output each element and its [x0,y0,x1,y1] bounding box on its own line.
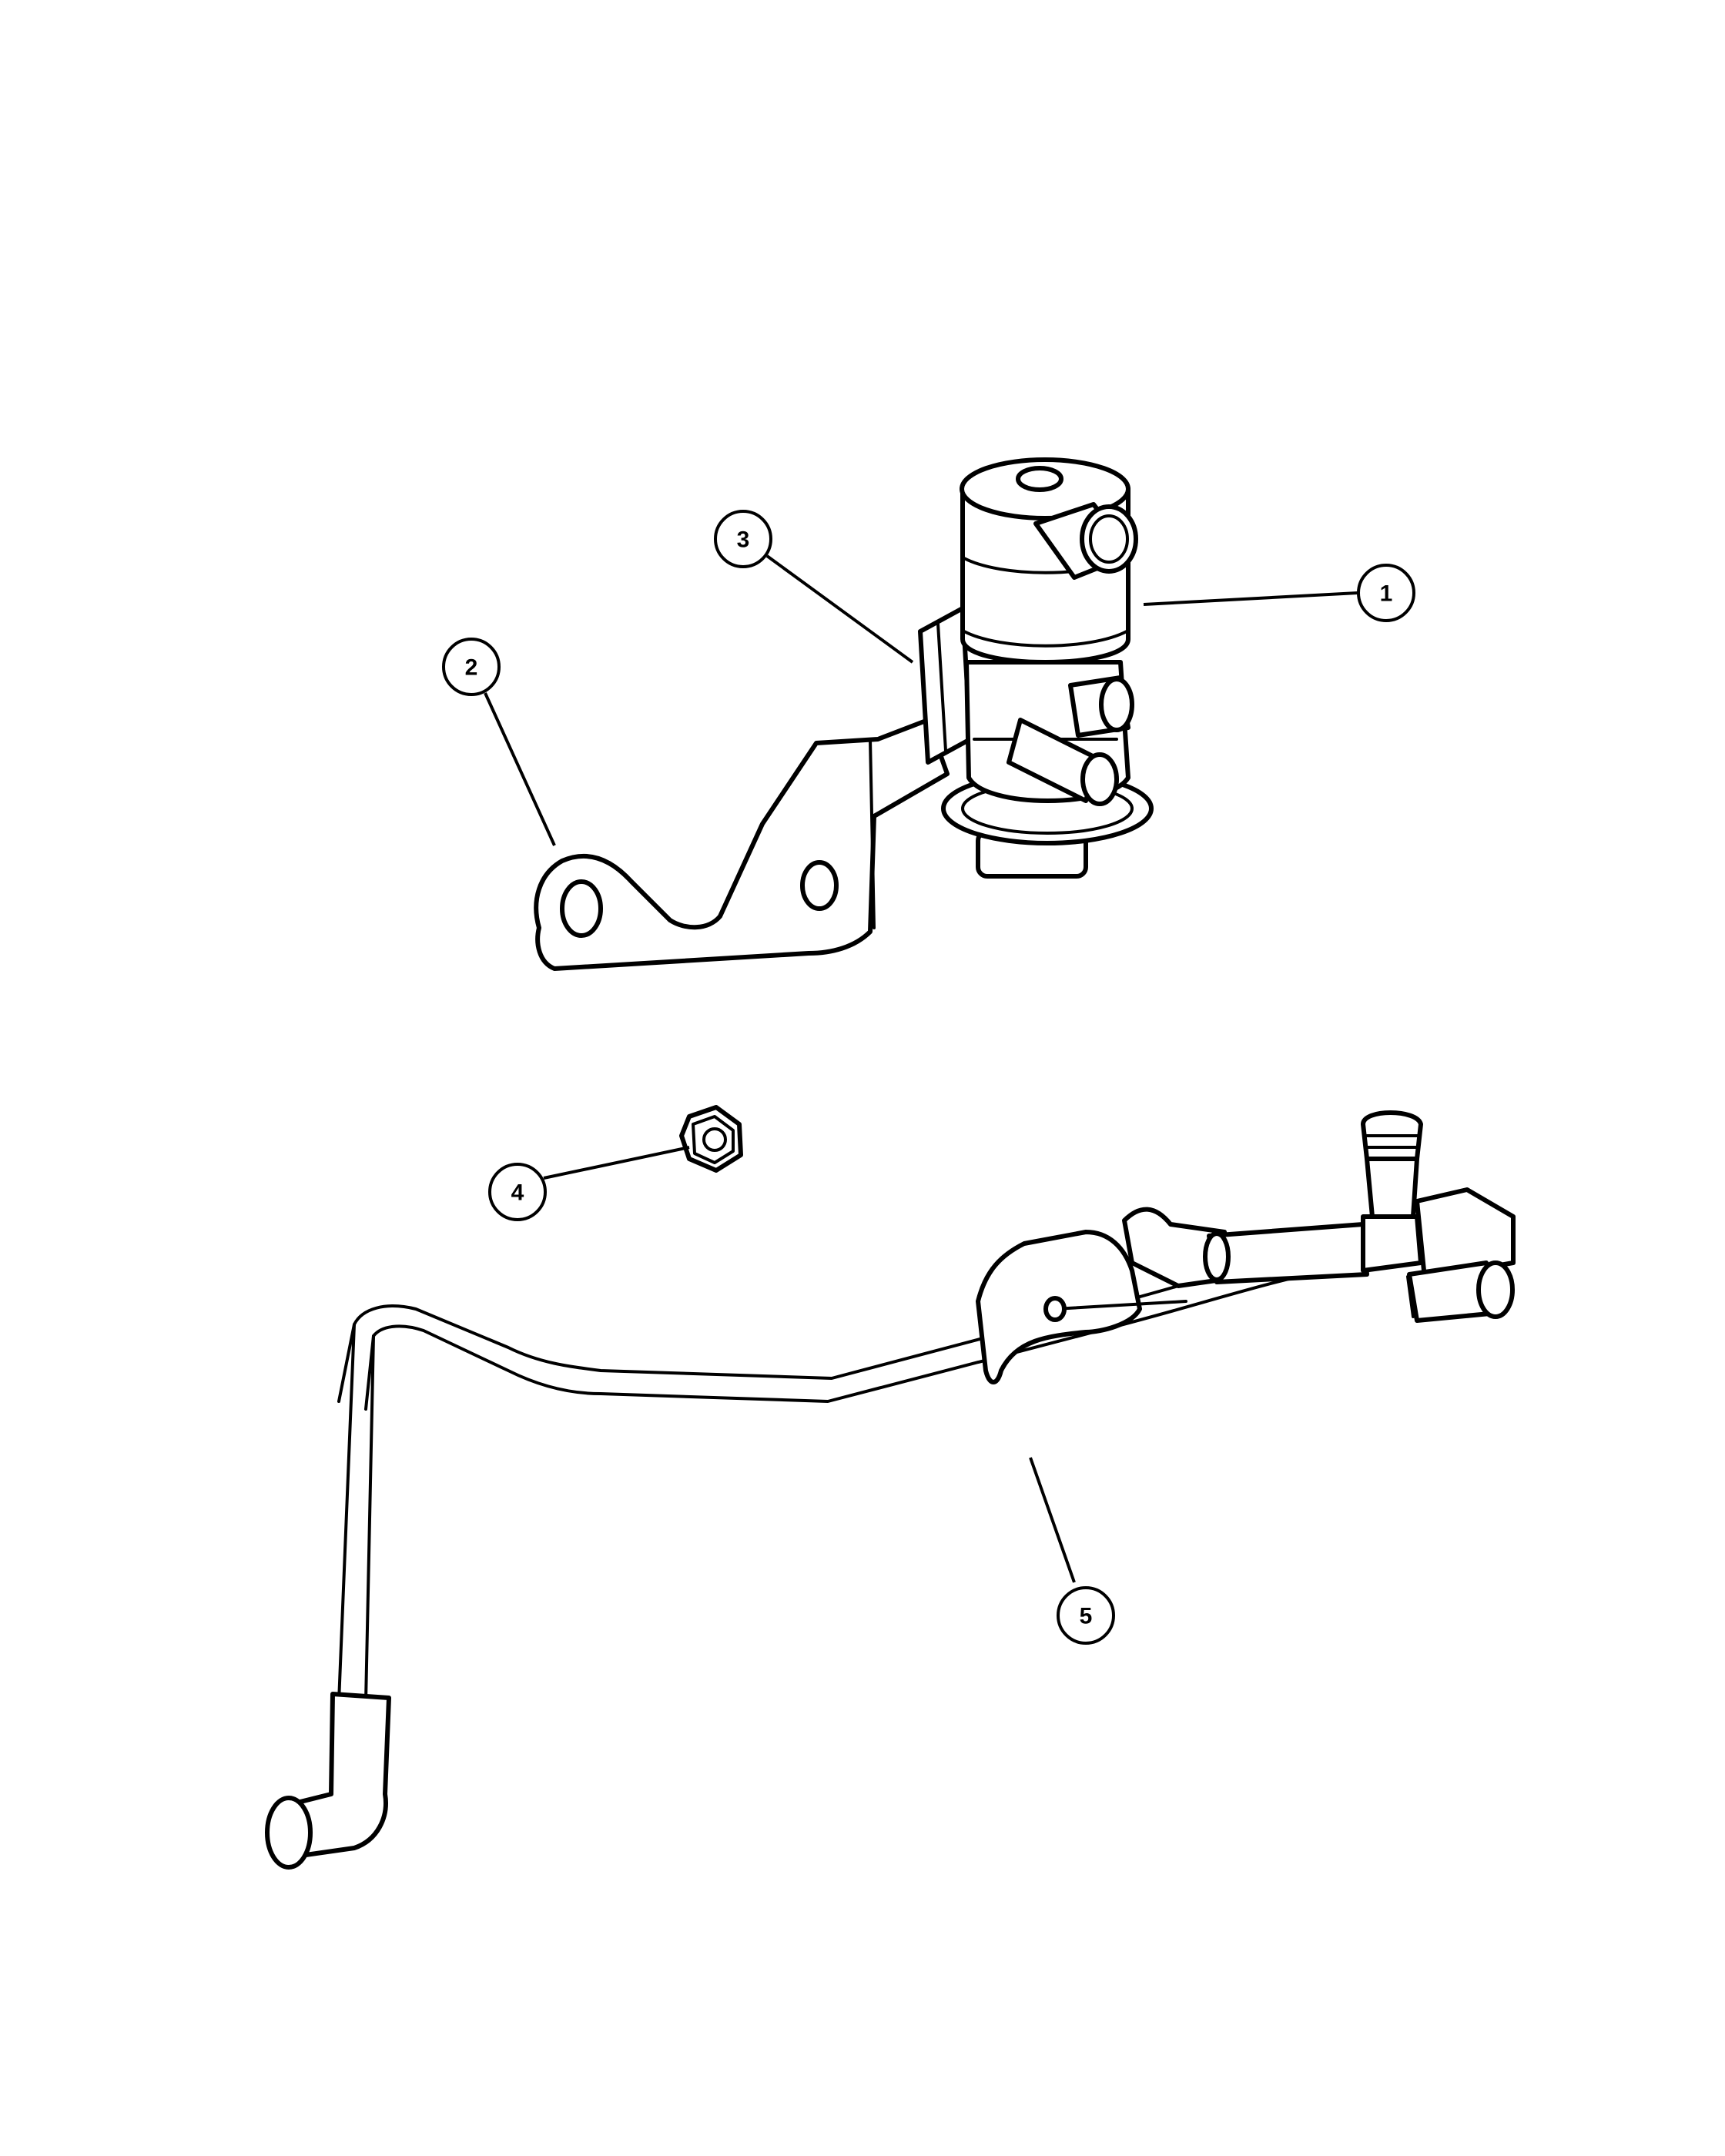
tube-manifold [976,1110,1516,1384]
callout-4: 4 [488,1163,547,1221]
leader-3 [765,554,914,664]
mounting-bracket [534,718,950,971]
leader-4 [543,1146,690,1180]
callout-2-label: 2 [465,655,478,681]
leader-5 [1029,1457,1076,1583]
callout-1-label: 1 [1380,581,1393,607]
callout-1: 1 [1357,564,1415,622]
callout-5-label: 5 [1080,1604,1093,1629]
side-tube-upper [1068,675,1134,738]
leader-lines [484,554,1358,1583]
callout-3: 3 [714,510,772,568]
valve-assembly [941,457,1154,879]
tube-assembly [265,1110,1516,1870]
callout-3-label: 3 [737,527,750,553]
callout-4-label: 4 [511,1180,524,1206]
leader-1 [1143,591,1358,606]
callout-5: 5 [1057,1586,1115,1645]
callout-2: 2 [442,638,501,696]
leader-2 [484,692,556,846]
hex-nut [679,1105,743,1173]
side-tube-lower [1007,718,1119,806]
tube-elbow [265,1692,391,1870]
